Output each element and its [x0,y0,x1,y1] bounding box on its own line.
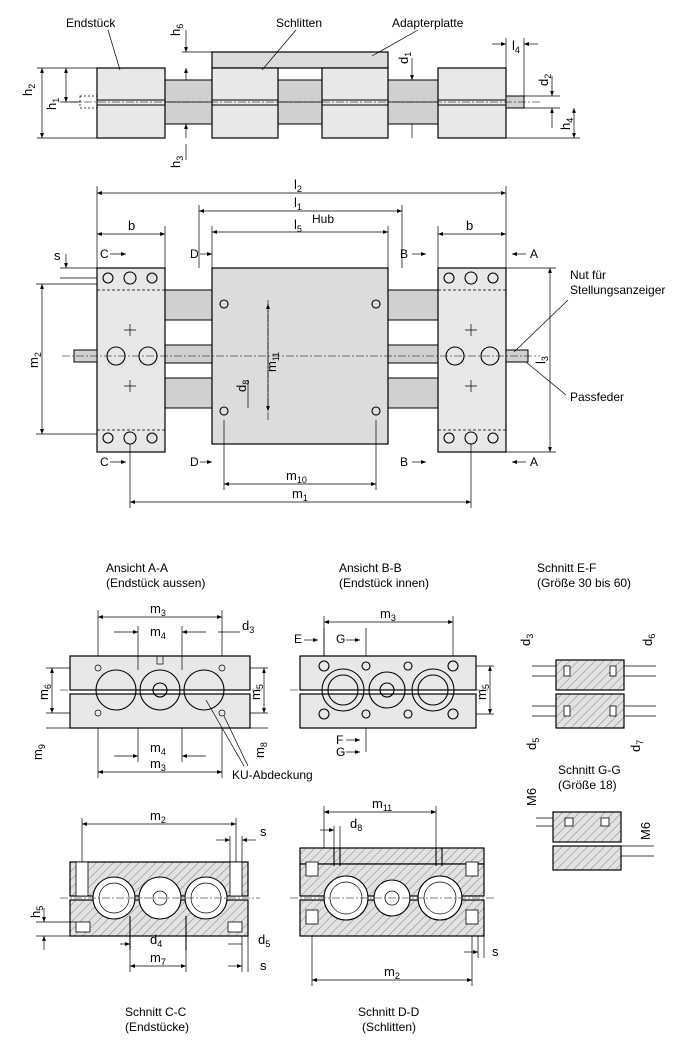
section-b-top: B [400,247,408,261]
front-end-piece-right [437,267,507,453]
cc-dim-h5: h5 [28,906,45,918]
dd-dim-s: s [492,944,499,959]
label-stellungsanzeiger: Stellungsanzeiger [570,283,665,297]
gg-title: Schnitt G-G [558,763,621,777]
section-a-bottom: A [530,455,538,469]
aa-dim-m4-bottom: m4 [150,740,166,757]
dim-m10: m10 [286,468,307,485]
bb-section-g-bottom: G [336,745,345,759]
dim-b-left: b [128,218,135,233]
aa-dim-m9: m9 [30,744,47,760]
cc-dim-s-top: s [260,824,267,839]
view-b-b: Ansicht B-B (Endstück innen) m3 E G m5 F… [290,561,494,759]
dim-l2: l2 [294,177,302,194]
view-bb-title: Ansicht B-B [339,561,402,575]
dim-d8: d8 [234,380,251,392]
end-piece-right [437,67,507,139]
section-b-bottom: B [400,455,408,469]
dd-dim-d8: d8 [350,816,362,833]
section-d-d: Schnitt D-D (Schlitten) m11 d8 m2 s [290,796,499,1034]
front-end-piece-left [96,267,166,453]
ef-dim-d7: d7 [628,740,645,752]
ef-dim-d5: d5 [524,738,541,750]
aa-dim-m3-bottom: m3 [150,756,166,773]
cc-dim-s-bottom: s [260,958,267,973]
carriage-left [211,67,279,139]
dim-l3: l3 [533,356,550,364]
bb-dim-m3: m3 [380,606,396,623]
ef-title: Schnitt E-F [537,561,596,575]
dim-h4: h4 [558,118,575,130]
dim-l1: l1 [294,195,302,212]
dim-d2: d2 [536,74,553,86]
section-c-top: C [100,247,109,261]
cc-dim-m2: m2 [150,808,166,825]
dim-h1: h1 [44,98,61,110]
bb-section-e: E [294,632,302,646]
ef-subtitle: (Größe 30 bis 60) [537,576,631,590]
section-e-f: Schnitt E-F (Größe 30 bis 60) d3 d6 d5 d… [518,561,657,752]
dim-m11: m11 [264,352,281,372]
cc-dim-d5: d5 [258,932,270,949]
dim-h3: h3 [168,156,185,168]
dim-d1: d1 [396,52,413,64]
section-d-bottom: D [190,455,199,469]
label-ku-abdeckung: KU-Abdeckung [232,768,313,782]
cc-title: Schnitt C-C [125,1005,187,1019]
dd-dim-m2: m2 [384,964,400,981]
cc-dim-d4: d4 [150,932,162,949]
carriage-right [321,67,389,139]
aa-dim-m5: m5 [248,684,265,700]
front-view: l2 l1 Hub l5 b b s C D B A C D B A [26,177,665,508]
view-bb-subtitle: (Endstück innen) [339,576,429,590]
dim-h2: h2 [20,84,37,96]
plate-bolts [219,299,381,416]
dim-m2: m2 [26,352,43,368]
end-piece-left [96,67,166,139]
label-hub: Hub [312,212,334,226]
dim-l4: l4 [512,38,520,55]
aa-dim-m6: m6 [36,684,53,700]
cc-subtitle: (Endstücke) [125,1020,189,1034]
label-adapterplatte: Adapterplatte [392,16,464,30]
dim-s: s [54,248,61,263]
gg-subtitle: (Größe 18) [558,778,617,792]
cc-dim-m7: m7 [150,950,166,967]
dd-subtitle: (Schlitten) [362,1020,416,1034]
label-passfeder: Passfeder [570,390,624,404]
dim-b-right: b [466,218,473,233]
dim-h6: h6 [168,24,185,36]
section-c-c: Schnitt C-C (Endstücke) m2 s h5 d4 d5 m7… [28,808,270,1034]
aa-dim-m4-top: m4 [150,624,166,641]
dd-dim-m11: m11 [372,796,392,813]
aa-dim-m8: m8 [252,742,269,758]
view-aa-subtitle: (Endstück aussen) [106,576,205,590]
dim-m1: m1 [292,486,308,503]
bb-section-g-top: G [336,632,345,646]
top-view: Endstück Schlitten Adapterplatte h2 h1 h… [20,16,580,168]
gg-label-m6-right: M6 [638,822,653,840]
section-a-top: A [530,247,538,261]
adapter-plate [211,51,389,69]
section-d-top: D [190,247,199,261]
view-aa-title: Ansicht A-A [106,561,168,575]
bb-section-f: F [336,733,343,747]
aa-dim-m3-top: m3 [150,601,166,618]
label-nut-fuer: Nut für [570,268,606,282]
dim-l5: l5 [294,217,302,234]
bb-dim-m5: m5 [474,684,491,700]
ef-dim-d3: d3 [518,634,535,646]
gg-label-m6-left: M6 [524,788,539,806]
section-g-g: Schnitt G-G (Größe 18) M6 M6 [524,763,654,871]
label-schlitten: Schlitten [276,16,322,30]
dd-title: Schnitt D-D [358,1005,420,1019]
label-endstueck: Endstück [66,16,116,30]
ef-dim-d6: d6 [640,634,657,646]
view-a-a: Ansicht A-A (Endstück aussen) m3 m4 d3 m… [30,561,313,782]
aa-dim-d3: d3 [242,618,254,635]
section-c-bottom: C [100,455,109,469]
